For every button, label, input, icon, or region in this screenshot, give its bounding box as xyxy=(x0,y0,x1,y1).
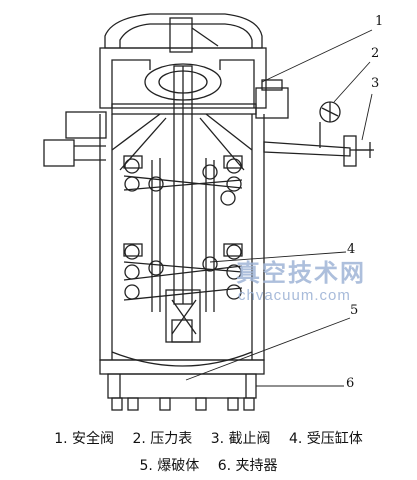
leader-3 xyxy=(361,93,373,141)
callout-4: 4 xyxy=(347,242,356,257)
bottom-plate xyxy=(99,359,265,375)
vessel-shell xyxy=(99,114,265,361)
leader-1 xyxy=(261,29,373,83)
legend-item-stop-valve: 3. 截止阀 xyxy=(210,431,271,447)
top-cover xyxy=(104,13,263,49)
legend-row-1: 1. 安全阀 2. 压力表 3. 截止阀 4. 受压缸体 xyxy=(0,428,417,448)
left-nozzle xyxy=(65,111,107,139)
safety-valve-body xyxy=(255,87,289,119)
legend-item-clamp: 6. 夹持器 xyxy=(217,458,278,474)
leader-2 xyxy=(333,61,371,103)
leader-4 xyxy=(209,251,347,263)
top-valve xyxy=(169,17,193,53)
legend-item-pressure-gauge: 2. 压力表 xyxy=(132,431,193,447)
callout-1: 1 xyxy=(375,14,384,29)
clamp xyxy=(107,373,257,399)
legend-row-2: 5. 爆破体 6. 夹持器 xyxy=(0,455,417,475)
callout-3: 3 xyxy=(371,76,380,91)
callout-5: 5 xyxy=(350,303,359,318)
legend-item-safety-valve: 1. 安全阀 xyxy=(54,431,114,447)
callout-6: 6 xyxy=(346,376,355,391)
lower-coils xyxy=(123,243,243,301)
bolts xyxy=(111,397,255,411)
watermark-url: chvacuum.com xyxy=(238,287,351,304)
legend-item-burst-body: 5. 爆破体 xyxy=(139,458,200,474)
leader-5 xyxy=(185,317,351,381)
legend-item-pressure-cylinder: 4. 受压缸体 xyxy=(288,431,363,447)
explosion-vessel-diagram xyxy=(43,13,374,411)
callout-2: 2 xyxy=(371,46,380,61)
watermark-cn: 真空技术网 xyxy=(236,258,366,287)
upper-coils xyxy=(123,155,243,206)
stop-valve xyxy=(343,135,357,167)
